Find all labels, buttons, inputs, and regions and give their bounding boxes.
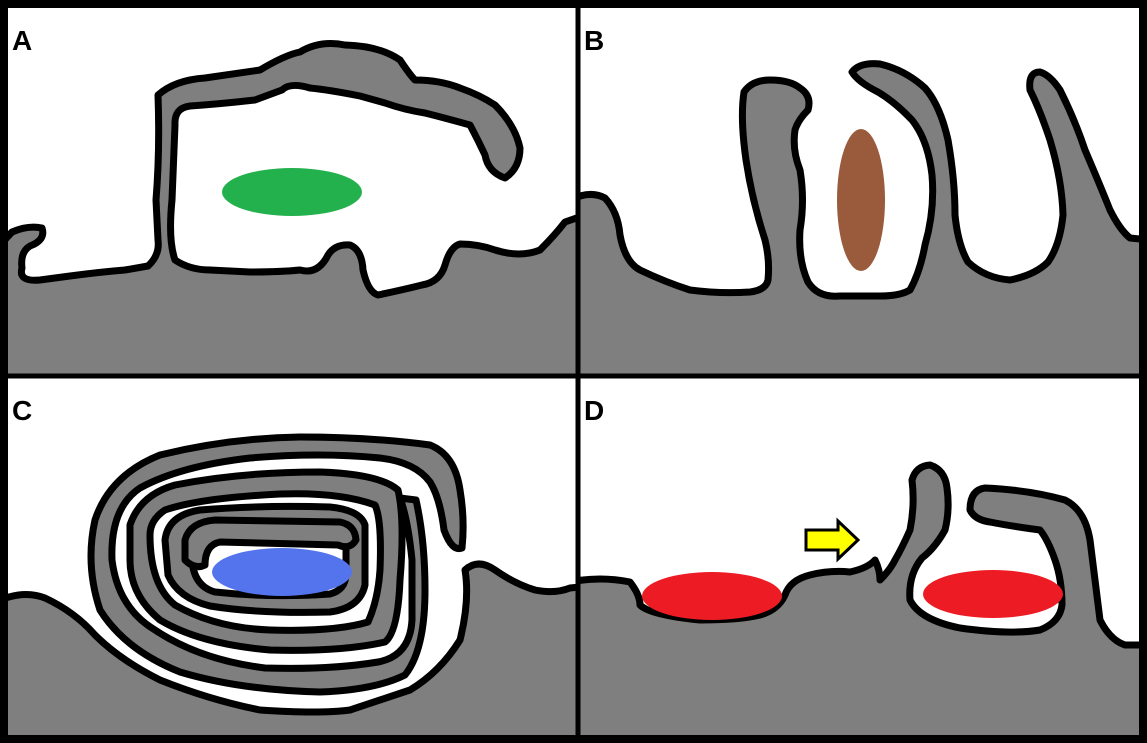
- panel-d-label: D: [584, 395, 604, 426]
- panel-d-red-blob-left: [642, 572, 782, 620]
- panel-a-base-tissue: [0, 44, 600, 400]
- panel-c-blue-blob: [212, 548, 352, 596]
- panel-b: B: [570, 25, 1147, 400]
- panel-b-label: B: [584, 25, 604, 56]
- panel-d: D: [570, 395, 1147, 743]
- panel-a: A: [0, 25, 600, 400]
- arrow-right-icon: [806, 521, 858, 559]
- panel-d-red-blob-right: [923, 570, 1063, 618]
- panel-c-label: C: [12, 395, 32, 426]
- panel-a-green-blob: [222, 168, 362, 216]
- panel-c: C: [0, 395, 600, 743]
- panel-a-label: A: [12, 25, 32, 56]
- panel-b-brown-blob: [837, 129, 885, 271]
